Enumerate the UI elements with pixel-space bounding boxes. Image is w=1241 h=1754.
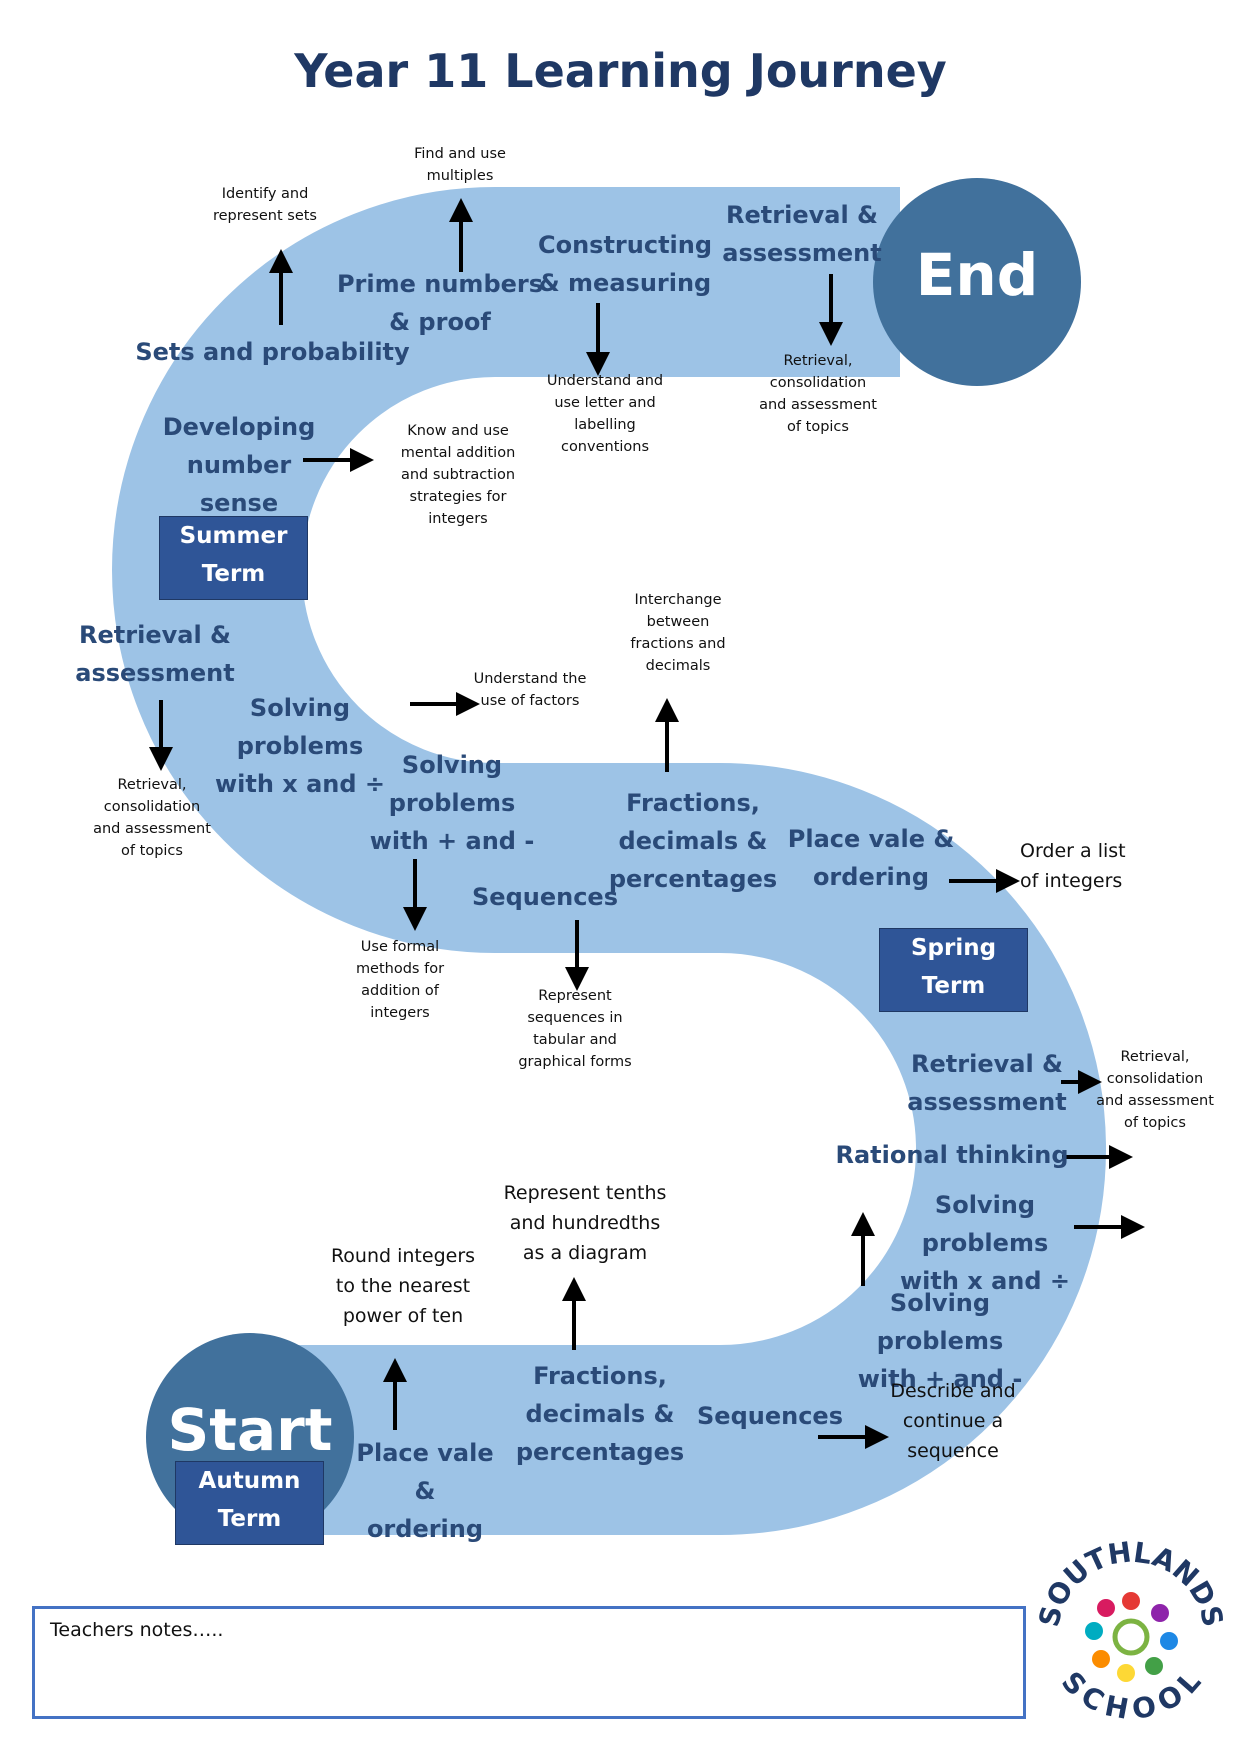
- topic-sequences-low: Sequences: [697, 1402, 843, 1430]
- topic-retrieval-left: Retrieval & assessment: [75, 621, 235, 687]
- topic-developing-number: Developing number sense: [162, 413, 316, 517]
- topic-fractions-low: Fractions, decimals & percentages: [515, 1362, 685, 1466]
- note-retrieval-consolidation-top: Retrieval, consolidation and assessment …: [759, 353, 877, 435]
- topic-retrieval-right: Retrieval & assessment: [907, 1050, 1067, 1116]
- autumn-term-box: Autumn Term: [175, 1461, 324, 1545]
- logo-graphic: SOUTHLANDS SCHOOL: [1032, 1535, 1229, 1726]
- topic-solving-xdiv-low: Solving problems with x and ÷: [899, 1191, 1071, 1295]
- topic-solving-plus-mid: Solving problems with + and -: [369, 751, 535, 855]
- note-order-list: Order a list of integers: [1020, 840, 1126, 892]
- topic-retrieval-top: Retrieval & assessment: [722, 201, 882, 267]
- note-retrieval-consolidation-left: Retrieval, consolidation and assessment …: [93, 777, 211, 859]
- teachers-notes-label: Teachers notes…..: [50, 1619, 224, 1641]
- topic-place-value-mid: Place vale & ordering: [787, 825, 955, 891]
- school-logo: SOUTHLANDS SCHOOL: [1032, 1535, 1229, 1726]
- note-round-integers: Round integers to the nearest power of t…: [330, 1245, 476, 1327]
- teachers-notes-box[interactable]: Teachers notes…..: [32, 1606, 1026, 1719]
- path-lower-band: [260, 763, 1106, 1535]
- summer-term-box: Summer Term: [159, 516, 308, 600]
- arrows: [149, 198, 1145, 1449]
- topic-sets-probability: Sets and probability: [135, 338, 410, 366]
- note-mental-addition: Know and use mental addition and subtrac…: [400, 423, 516, 527]
- end-circle: [873, 178, 1081, 386]
- spring-term-box: Spring Term: [879, 928, 1028, 1012]
- note-identify-sets: Identify and represent sets: [212, 186, 317, 224]
- topic-solving-plus-low: Solving problems with + and -: [857, 1289, 1023, 1393]
- note-find-multiples: Find and use multiples: [414, 146, 506, 184]
- note-letter-labelling: Understand and use letter and labelling …: [546, 373, 664, 455]
- note-formal-methods: Use formal methods for addition of integ…: [355, 939, 445, 1021]
- topic-solving-xdiv-mid: Solving problems with x and ÷: [214, 694, 386, 798]
- topic-rational-thinking: Rational thinking: [835, 1141, 1069, 1169]
- logo-text-top: SOUTHLANDS: [1036, 1535, 1226, 1630]
- note-represent-tenths: Represent tenths and hundredths as a dia…: [503, 1182, 667, 1264]
- note-represent-sequences: Represent sequences in tabular and graph…: [518, 988, 632, 1070]
- topic-constructing: Constructing & measuring: [537, 231, 713, 297]
- note-describe-sequence: Describe and continue a sequence: [890, 1380, 1016, 1462]
- page-title: Year 11 Learning Journey: [294, 44, 947, 98]
- topic-place-value-low: Place vale & ordering: [356, 1439, 494, 1543]
- topic-fractions-mid: Fractions, decimals & percentages: [608, 789, 778, 893]
- end-label: End: [915, 241, 1039, 309]
- logo-people-ring: [1085, 1592, 1178, 1682]
- note-retrieval-consolidation-right: Retrieval, consolidation and assessment …: [1096, 1049, 1214, 1131]
- start-label: Start: [167, 1396, 333, 1464]
- topic-prime-numbers: Prime numbers & proof: [336, 270, 544, 336]
- note-interchange: Interchange between fractions and decima…: [630, 592, 726, 674]
- topic-sequences-mid: Sequences: [472, 883, 618, 911]
- note-use-of-factors: Understand the use of factors: [473, 671, 587, 709]
